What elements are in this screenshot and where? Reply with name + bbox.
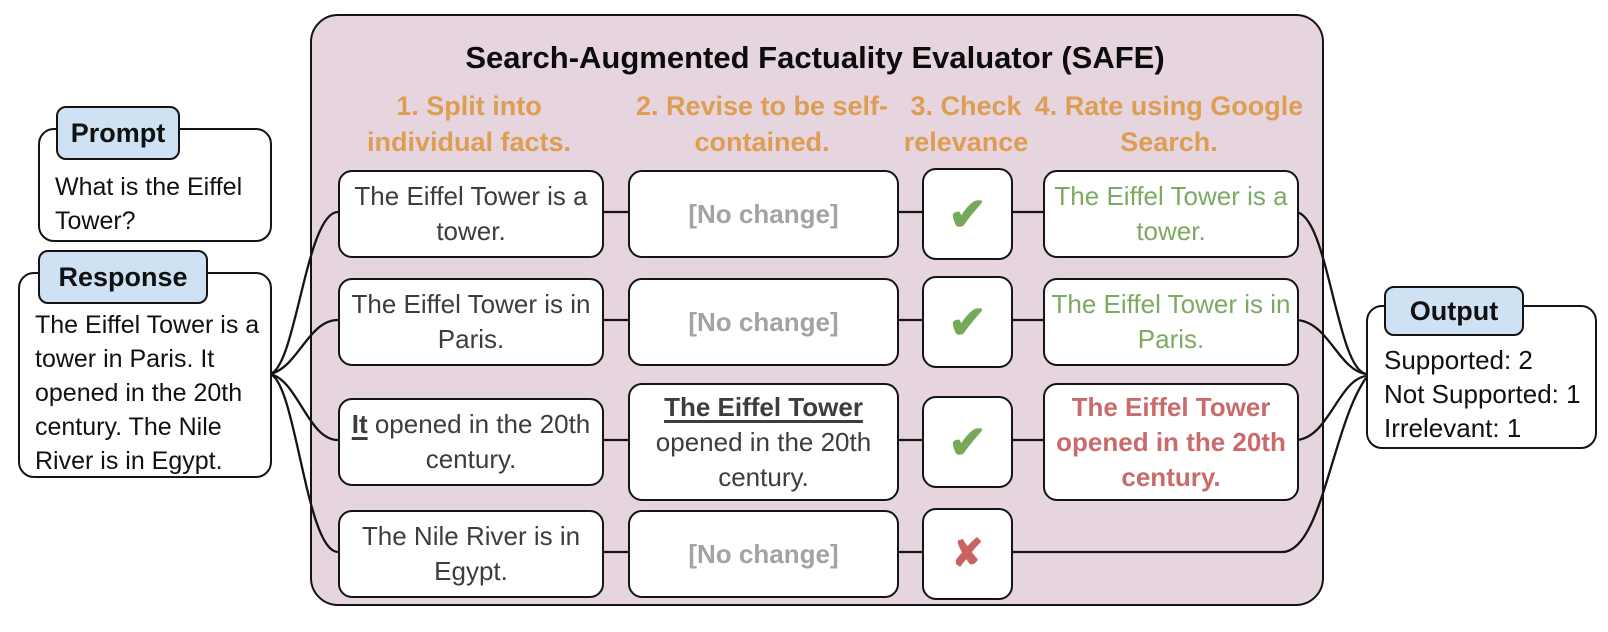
connector-response-row4 <box>269 372 339 554</box>
relevance-box-row4: ✘ <box>922 508 1013 600</box>
response-badge: Response <box>38 250 208 304</box>
rating-box-row2: The Eiffel Tower is in Paris. <box>1043 278 1299 366</box>
connector-response-row3 <box>269 372 339 442</box>
rating-text: The Eiffel Tower is a tower. <box>1054 181 1288 246</box>
cross-icon: ✘ <box>951 532 984 575</box>
check-icon: ✔ <box>948 295 987 348</box>
relevance-box-row1: ✔ <box>922 168 1013 260</box>
connector-row4-output <box>1009 377 1367 554</box>
prompt-text: What is the Eiffel Tower? <box>55 173 243 235</box>
connector-row3-output <box>1294 374 1367 442</box>
relevance-box-row3: ✔ <box>922 396 1013 488</box>
revision-text: [No change] <box>688 306 839 337</box>
fact-underlined: It <box>351 409 368 439</box>
fact-box-row2: The Eiffel Tower is in Paris. <box>338 278 604 366</box>
fact-box-row1: The Eiffel Tower is a tower. <box>338 170 604 258</box>
revision-box-row4: [No change] <box>628 510 899 598</box>
check-icon: ✔ <box>948 187 987 240</box>
connector-response-row2 <box>269 318 339 376</box>
safe-title: Search-Augmented Factuality Evaluator (S… <box>465 40 1165 75</box>
rating-text: The Eiffel Tower opened in the 20th cent… <box>1056 391 1286 492</box>
connector-row2-output <box>1294 318 1367 376</box>
step-header-split: 1. Split into individual facts. <box>366 91 572 157</box>
fact-box-row4: The Nile River is in Egypt. <box>338 510 604 598</box>
response-box: The Eiffel Tower is a tower in Paris. It… <box>18 272 272 478</box>
relevance-box-row2: ✔ <box>922 276 1013 368</box>
revision-text: [No change] <box>688 538 839 569</box>
revision-box-row1: [No change] <box>628 170 899 258</box>
connector-row1-output <box>1294 210 1367 376</box>
revision-box-row3: The Eiffel Tower opened in the 20th cent… <box>628 383 899 501</box>
revision-text: opened in the 20th century. <box>655 426 872 492</box>
rating-box-row3: The Eiffel Tower opened in the 20th cent… <box>1043 383 1299 501</box>
fact-text: The Eiffel Tower is a tower. <box>354 181 588 246</box>
revision-underlined: The Eiffel Tower <box>664 391 863 422</box>
output-line-irrelevant: Irrelevant: 1 <box>1384 413 1522 443</box>
step-header-relevance: 3. Check relevance <box>903 91 1029 157</box>
output-line-not-supported: Not Supported: 1 <box>1384 379 1581 409</box>
check-icon: ✔ <box>948 415 987 468</box>
step-header-revise: 2. Revise to be self-contained. <box>635 91 889 157</box>
fact-box-row3: It opened in the 20th century. <box>338 398 604 486</box>
response-text: The Eiffel Tower is a tower in Paris. It… <box>35 311 260 475</box>
output-badge: Output <box>1384 286 1524 336</box>
fact-text: The Eiffel Tower is in Paris. <box>351 289 591 354</box>
fact-text: The Nile River is in Egypt. <box>361 521 581 586</box>
rating-text: The Eiffel Tower is in Paris. <box>1051 289 1291 354</box>
revision-box-row2: [No change] <box>628 278 899 366</box>
output-line-supported: Supported: 2 <box>1384 345 1533 375</box>
prompt-badge: Prompt <box>56 106 180 160</box>
step-header-rate: 4. Rate using Google Search. <box>1034 91 1304 157</box>
fact-text: opened in the 20th century. <box>367 409 591 474</box>
connector-response-row1 <box>269 210 339 376</box>
rating-box-row1: The Eiffel Tower is a tower. <box>1043 170 1299 258</box>
revision-text: [No change] <box>688 198 839 229</box>
